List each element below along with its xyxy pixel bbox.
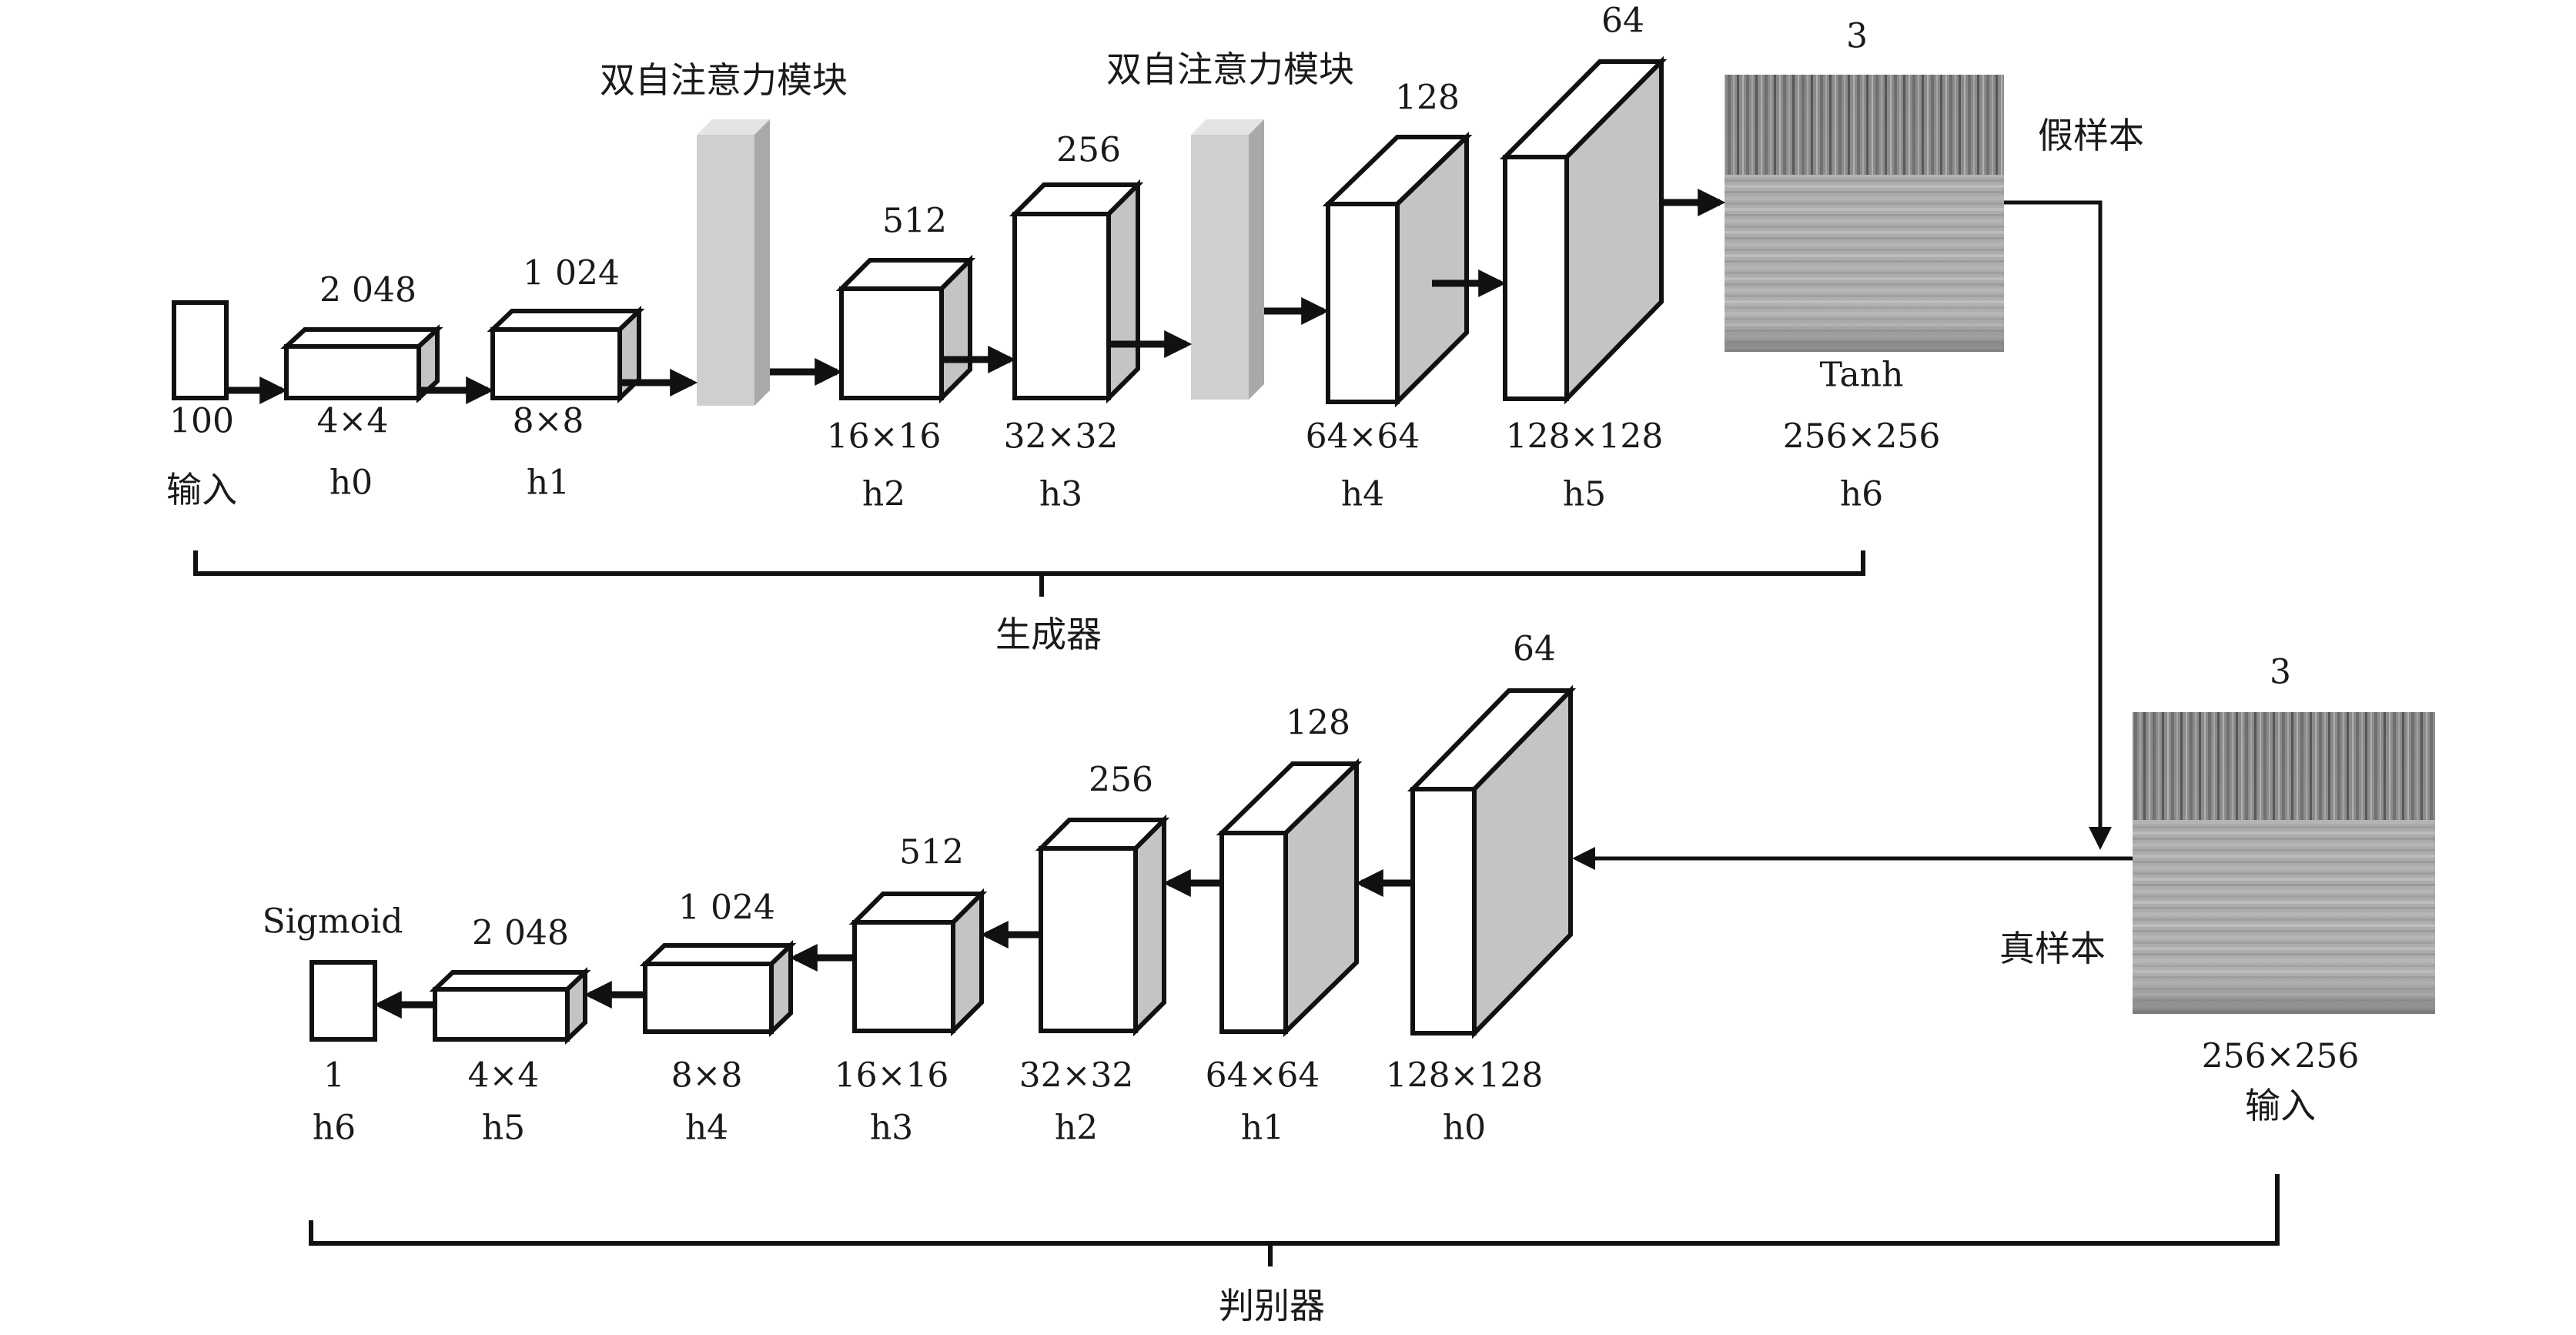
real-sample-label: 真样本 xyxy=(1999,928,2106,969)
attention-module-2-label: 双自注意力模块 xyxy=(1106,49,1354,90)
generator-input-size: 100 xyxy=(169,402,234,441)
generator-h3-channels: 256 xyxy=(1056,131,1121,170)
discriminator-layer-h1: 128 64×64 h1 xyxy=(1206,704,1363,1148)
discriminator-input-channels: 3 xyxy=(2270,653,2291,692)
generator-h6-activation: Tanh xyxy=(1820,356,1904,395)
generator-layer-h1: 1 024 8×8 h1 xyxy=(487,254,645,503)
fake-sample-label: 假样本 xyxy=(2038,115,2144,156)
discriminator-layer-h6: Sigmoid 1 h6 xyxy=(263,902,403,1148)
discriminator-h1-id: h1 xyxy=(1241,1109,1284,1148)
discriminator-h5-size: 4×4 xyxy=(468,1056,540,1096)
discriminator-h2-id: h2 xyxy=(1055,1109,1098,1148)
generator-layer-h4: 128 64×64 h4 xyxy=(1306,79,1473,514)
generator-layer-h3: 256 32×32 h3 xyxy=(1004,131,1144,514)
generator-h1-id: h1 xyxy=(527,463,570,503)
attention-module-1: 双自注意力模块 xyxy=(600,59,848,406)
discriminator-h1-channels: 128 xyxy=(1286,704,1350,743)
discriminator-input-real-sample: 3 真样本 256×256 输入 xyxy=(1999,653,2435,1126)
generator-h6-id: h6 xyxy=(1840,475,1883,514)
discriminator-h0-channels: 64 xyxy=(1513,630,1556,669)
generator-h4-id: h4 xyxy=(1341,475,1384,514)
generator-label: 生成器 xyxy=(995,614,1102,655)
discriminator-layer-h3: 512 16×16 h3 xyxy=(835,833,988,1148)
discriminator-layer-h2: 256 32×32 h2 xyxy=(1019,761,1170,1148)
generator: 100 输入 2 048 4×4 h0 1 024 8×8 h1 双自注意力模块 xyxy=(166,2,2144,656)
discriminator-h6-activation: Sigmoid xyxy=(263,902,403,942)
discriminator-h3-size: 16×16 xyxy=(835,1056,949,1096)
generator-layer-h5: 64 128×128 h5 xyxy=(1499,2,1668,514)
discriminator-h0-id: h0 xyxy=(1443,1109,1486,1148)
generator-brace: 生成器 xyxy=(193,550,1865,655)
discriminator-h6-id: h6 xyxy=(313,1109,356,1148)
generator-flow-arrows xyxy=(226,189,1726,404)
generator-output-fake-sample: 3 Tanh 256×256 h6 假样本 xyxy=(1725,17,2144,514)
discriminator-h4-size: 8×8 xyxy=(671,1056,743,1096)
generator-h6-channels: 3 xyxy=(1846,17,1868,56)
discriminator-h4-channels: 1 024 xyxy=(678,888,775,928)
discriminator-h3-channels: 512 xyxy=(899,833,964,872)
generator-h0-size: 4×4 xyxy=(317,402,389,441)
generator-h3-id: h3 xyxy=(1039,475,1082,514)
generator-h5-channels: 64 xyxy=(1601,2,1644,41)
generator-h0-id: h0 xyxy=(330,463,373,503)
discriminator-layer-h4: 1 024 8×8 h4 xyxy=(639,888,797,1148)
generator-h2-channels: 512 xyxy=(882,202,947,241)
discriminator-h3-id: h3 xyxy=(870,1109,913,1148)
generator-layer-h2: 512 16×16 h2 xyxy=(827,202,976,514)
generator-h4-channels: 128 xyxy=(1395,79,1460,118)
discriminator-h5-channels: 2 048 xyxy=(472,914,569,953)
attention-module-2: 双自注意力模块 xyxy=(1106,49,1354,400)
discriminator-layer-h0: 64 128×128 h0 xyxy=(1386,630,1577,1148)
fake-to-discriminator-link xyxy=(2004,200,2112,850)
generator-input-box xyxy=(172,300,229,400)
discriminator-h6-size: 1 xyxy=(323,1056,345,1096)
discriminator-brace: 判别器 xyxy=(309,1174,2280,1327)
generator-h2-id: h2 xyxy=(862,475,905,514)
generator-h0-channels: 2 048 xyxy=(319,271,417,310)
generator-h3-size: 32×32 xyxy=(1004,417,1119,457)
generator-layer-h0: 2 048 4×4 h0 xyxy=(280,271,443,503)
attention-module-1-label: 双自注意力模块 xyxy=(600,59,848,101)
discriminator-h2-size: 32×32 xyxy=(1019,1056,1134,1096)
discriminator-h2-channels: 256 xyxy=(1089,761,1153,800)
generator-h5-id: h5 xyxy=(1563,475,1606,514)
generator-h5-size: 128×128 xyxy=(1506,417,1664,457)
discriminator-h0-size: 128×128 xyxy=(1386,1056,1544,1096)
discriminator-label: 判别器 xyxy=(1219,1285,1325,1327)
generator-h2-size: 16×16 xyxy=(827,417,942,457)
discriminator-h1-size: 64×64 xyxy=(1206,1056,1320,1096)
generator-h1-size: 8×8 xyxy=(513,402,584,441)
discriminator-input-label: 输入 xyxy=(2245,1085,2316,1126)
discriminator-layer-h5: 2 048 4×4 h5 xyxy=(429,914,591,1148)
discriminator-h5-id: h5 xyxy=(482,1109,525,1148)
generator-input-label: 输入 xyxy=(166,469,237,510)
generator-h4-size: 64×64 xyxy=(1306,417,1420,457)
generator-h6-size: 256×256 xyxy=(1783,417,1941,457)
generator-h1-channels: 1 024 xyxy=(523,254,620,293)
discriminator-input-size: 256×256 xyxy=(2202,1037,2360,1076)
discriminator-h4-id: h4 xyxy=(685,1109,728,1148)
discriminator: 3 真样本 256×256 输入 64 128×128 h0 128 64×64… xyxy=(263,630,2435,1327)
discriminator-flow-arrows xyxy=(373,869,1413,1019)
